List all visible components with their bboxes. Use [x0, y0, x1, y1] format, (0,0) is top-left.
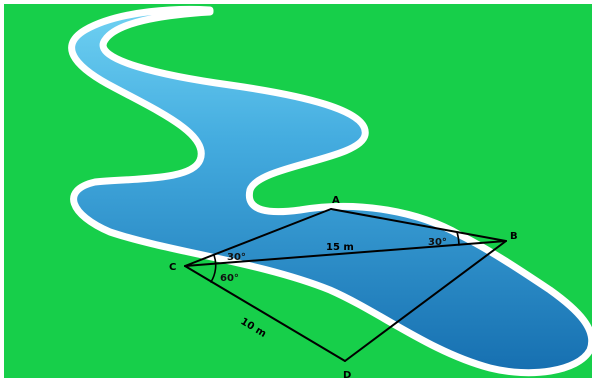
angle-label-acb: 30°	[227, 252, 246, 263]
geometry-figure	[184, 208, 507, 362]
point-label-d: D	[343, 370, 351, 381]
point-label-a: A	[332, 195, 340, 206]
point-label-b: B	[510, 231, 518, 242]
segment-bd	[344, 240, 507, 362]
angle-arc-b	[456, 231, 460, 246]
river	[68, 5, 596, 377]
angle-label-abc: 30°	[428, 237, 447, 248]
segment-ac	[184, 208, 332, 267]
length-label-cb: 15 m	[326, 242, 354, 253]
angle-arc-c	[210, 254, 217, 283]
point-label-c: C	[169, 262, 176, 273]
segment-cb	[184, 240, 507, 267]
angle-label-bcd: 60°	[220, 273, 239, 284]
segment-ab	[330, 208, 507, 242]
